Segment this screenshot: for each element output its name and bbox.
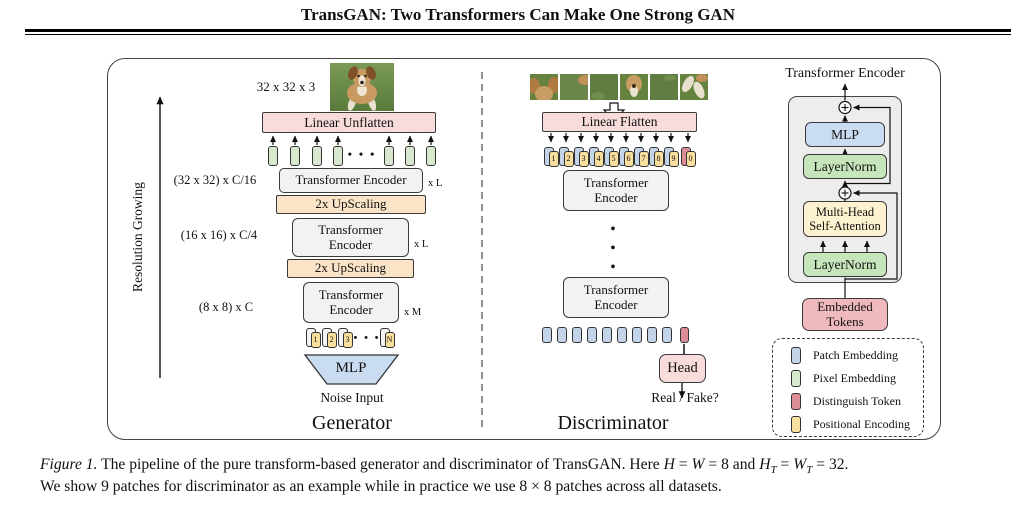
stage3-dims-label: (8 x 8) x C	[198, 300, 254, 314]
vertical-dot: •	[610, 222, 618, 237]
repeat-m-label: x M	[404, 307, 422, 318]
patch-embedding-token	[572, 327, 582, 343]
patch-positional-token: 9	[664, 147, 681, 169]
patch-embedding-token	[647, 327, 657, 343]
legend-swatch-distinguish	[791, 393, 801, 410]
transformer-encoder-box: Transformer Encoder	[279, 168, 423, 193]
stage2-dims-label: (16 x 16) x C/4	[180, 228, 258, 242]
upscaling-box: 2x UpScaling	[287, 259, 414, 278]
image-patch	[680, 74, 708, 100]
legend-swatch-pixel	[791, 370, 801, 387]
vertical-dot: •	[610, 241, 618, 256]
upscaling-box: 2x UpScaling	[276, 195, 426, 214]
repeat-l-label: x L	[428, 178, 443, 189]
ellipsis: • • •	[347, 147, 377, 161]
figure-caption-line1: Figure 1. The pipeline of the pure trans…	[40, 456, 849, 477]
image-patch	[650, 74, 678, 100]
image-patch	[530, 74, 558, 100]
image-patch-strip	[530, 74, 708, 100]
distinguish-token: 0	[681, 147, 698, 169]
distinguish-output-token	[680, 327, 689, 343]
pixel-embedding-token	[426, 146, 436, 166]
patch-positional-token: 5	[604, 147, 621, 169]
layernorm-box: LayerNorm	[803, 154, 887, 179]
pixel-embedding-token	[268, 146, 278, 166]
transformer-encoder-box: Transformer Encoder	[563, 170, 669, 211]
patch-positional-token: 6	[619, 147, 636, 169]
pixel-embedding-token	[333, 146, 343, 166]
generator-title: Generator	[312, 412, 392, 434]
positional-token: N	[380, 328, 397, 350]
vertical-dot: •	[610, 260, 618, 275]
legend-swatch-positional	[791, 416, 801, 433]
head-box: Head	[659, 354, 706, 383]
patch-embedding-token	[587, 327, 597, 343]
transformer-encoder-box: Transformer Encoder	[303, 282, 399, 323]
repeat-l-label: x L	[414, 239, 429, 250]
patch-positional-token: 3	[574, 147, 591, 169]
embedded-tokens-box: Embedded Tokens	[802, 298, 888, 331]
patch-embedding-token	[542, 327, 552, 343]
patch-embedding-token	[662, 327, 672, 343]
legend-label: Distinguish Token	[813, 394, 901, 408]
image-patch	[560, 74, 588, 100]
pixel-embedding-token	[405, 146, 415, 166]
transformer-encoder-box: Transformer Encoder	[563, 277, 669, 318]
paper-title: TransGAN: Two Transformers Can Make One …	[301, 5, 735, 24]
image-patch	[620, 74, 648, 100]
mhsa-box: Multi-Head Self-Attention	[803, 201, 887, 237]
patch-positional-token: 4	[589, 147, 606, 169]
legend-label: Patch Embedding	[813, 348, 898, 362]
pixel-embedding-token	[290, 146, 300, 166]
patch-embedding-token	[557, 327, 567, 343]
resolution-growing-label: Resolution Growing	[129, 182, 145, 292]
legend-box	[772, 338, 924, 437]
header-rule-thin	[25, 34, 1011, 35]
legend-label: Positional Encoding	[813, 417, 910, 431]
linear-flatten-box: Linear Flatten	[542, 112, 697, 132]
patch-positional-token: 7	[634, 147, 651, 169]
linear-unflatten-box: Linear Unflatten	[262, 112, 436, 133]
legend-label: Pixel Embedding	[813, 371, 896, 385]
patch-embedding-token	[602, 327, 612, 343]
mlp-box: MLP	[805, 122, 885, 147]
figure-caption-line2: We show 9 patches for discriminator as a…	[40, 478, 722, 495]
figure-frame	[107, 58, 941, 440]
positional-token: 1	[306, 328, 323, 350]
output-dims-label: 32 x 32 x 3	[256, 79, 316, 94]
discriminator-title: Discriminator	[557, 412, 669, 434]
patch-positional-token: 2	[559, 147, 576, 169]
generated-dog-image	[330, 63, 394, 116]
legend-swatch-patch	[791, 347, 801, 364]
pixel-embedding-token	[384, 146, 394, 166]
stage1-dims-label: (32 x 32) x C/16	[173, 173, 257, 187]
positional-token: 3	[338, 328, 355, 350]
layernorm-box: LayerNorm	[803, 252, 887, 277]
transformer-encoder-box: Transformer Encoder	[292, 218, 409, 257]
patch-positional-token: 1	[544, 147, 561, 169]
real-fake-label: Real / Fake?	[651, 390, 719, 405]
ellipsis: • • •	[353, 332, 381, 344]
positional-token: 2	[322, 328, 339, 350]
patch-embedding-token	[632, 327, 642, 343]
noise-input-label: Noise Input	[320, 390, 384, 405]
pixel-embedding-token	[312, 146, 322, 166]
encoder-detail-title: Transformer Encoder	[785, 66, 905, 81]
image-patch	[590, 74, 618, 100]
patch-embedding-token	[617, 327, 627, 343]
header-rule-thick	[25, 29, 1011, 32]
mlp-label: MLP	[335, 360, 367, 376]
patch-positional-token: 8	[649, 147, 666, 169]
